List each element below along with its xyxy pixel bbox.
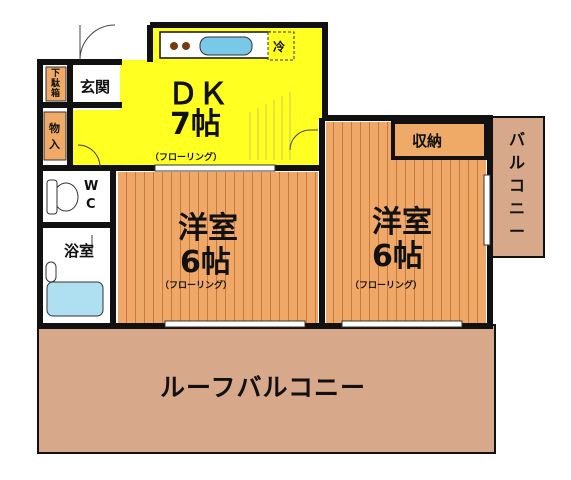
stove-burner-icon [170, 42, 178, 50]
western-room-2-size-label: 6帖 [372, 239, 423, 274]
closet-area [391, 120, 488, 160]
balcony-label-5: ー [509, 222, 525, 241]
western-room-1-size-label: 6帖 [180, 245, 231, 280]
wc-label-w: W [84, 179, 98, 194]
sliding-doors [154, 164, 491, 328]
storage-label-2: 入 [49, 138, 60, 151]
storage-closet [43, 111, 67, 161]
dk-name-label: ＤＫ [168, 77, 228, 112]
entrance-label: 玄関 [80, 78, 110, 96]
stove-burner-icon [182, 42, 190, 50]
western-room-1-floor [118, 172, 318, 324]
dk-floor-label: （フローリング） [150, 151, 222, 163]
fridge-space [267, 31, 295, 61]
washbasin-icon [45, 261, 57, 283]
dk-size-label: 7帖 [170, 107, 221, 142]
fridge-label: 冷 [273, 39, 285, 54]
shoe-box [45, 66, 67, 102]
shoe-box-label-1: 下 [51, 68, 60, 79]
balcony-label-1: バ [509, 130, 525, 149]
sink-icon [199, 36, 253, 56]
balcony-label-3: コ [509, 176, 525, 195]
dk-floor [70, 25, 325, 165]
shoe-box-label-2: 駄 [51, 77, 61, 89]
western-room-1-name-label: 洋室 [178, 211, 238, 246]
bathtub-icon [46, 281, 104, 317]
roof-balcony-area [37, 324, 496, 454]
bath-label: 浴室 [64, 242, 94, 260]
western-room-1-floor-label: （フローリング） [160, 279, 232, 291]
wc-label-c: C [86, 197, 96, 212]
balcony-label-2: ル [509, 153, 525, 172]
western-room-2-floor-label: （フローリング） [350, 279, 422, 291]
balcony-area [491, 116, 545, 258]
balcony-label-4: ニ [509, 199, 525, 218]
closet-label: 収納 [412, 132, 442, 150]
shoe-box-label-3: 箱 [51, 87, 60, 99]
storage-label-1: 物 [49, 121, 60, 135]
western-room-2-name-label: 洋室 [372, 205, 432, 240]
door-swings [77, 24, 318, 255]
roof-balcony-label: ルーフバルコニー [160, 373, 366, 402]
toilet-icon [46, 179, 79, 215]
